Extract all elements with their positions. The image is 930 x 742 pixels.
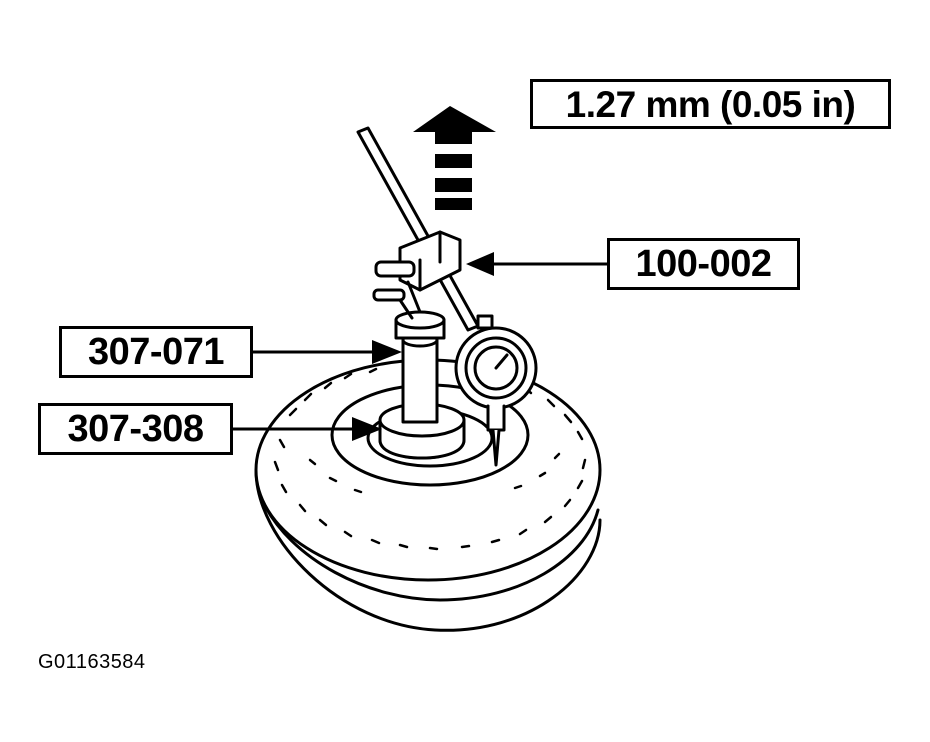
figure-id: G01163584 (38, 651, 146, 673)
tool-100-002-callout: 100-002 (607, 238, 800, 290)
measurement-callout: 1.27 mm (0.05 in) (530, 79, 891, 129)
torque-converter (254, 358, 602, 632)
dial-indicator (454, 314, 538, 467)
tool-307-071-callout: 307-071 (59, 326, 253, 378)
tool-307-071-shaft (394, 310, 446, 424)
up-arrow-icon (413, 106, 496, 210)
leader-arrowheads (352, 252, 494, 441)
tool-307-308-callout: 307-308 (38, 403, 233, 455)
tool-100-002-clamp (372, 230, 462, 320)
leader-lines (231, 262, 609, 431)
